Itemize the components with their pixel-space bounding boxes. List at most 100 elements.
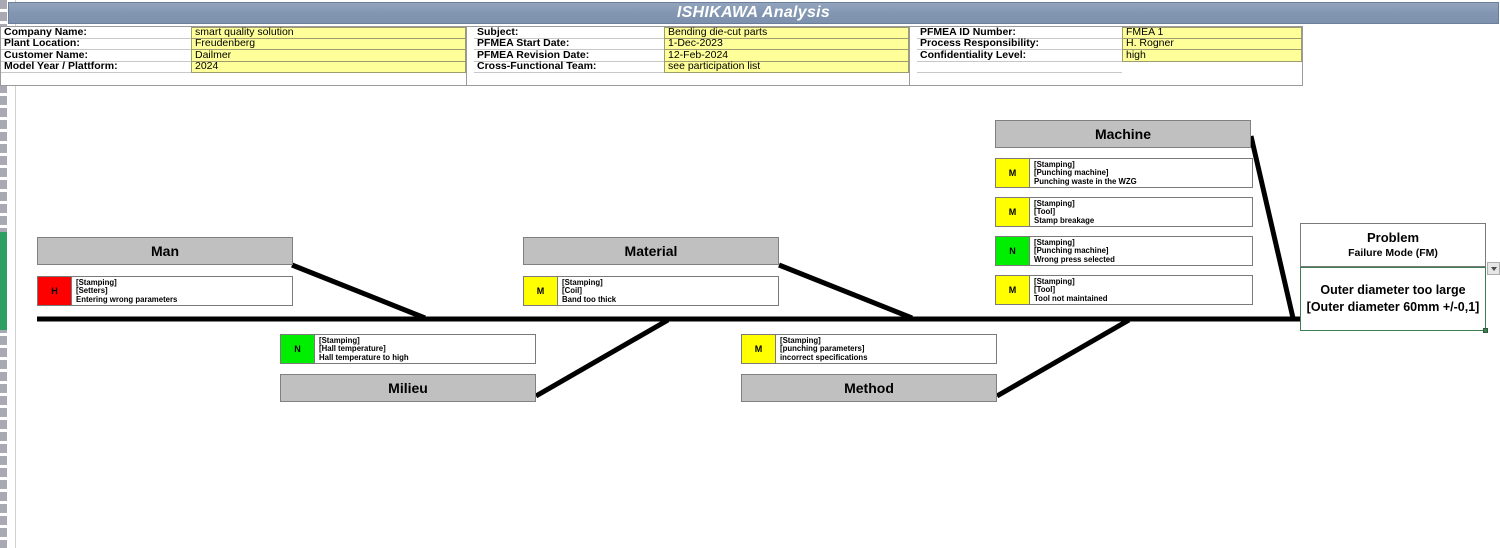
category-label-material: Material [624,243,678,259]
problem-header-box: Problem Failure Mode (FM) [1300,223,1486,267]
value-confidentiality-level[interactable]: high [1122,49,1302,62]
cause-box-machine-2[interactable]: M [Stamping] [Tool] Stamp breakage [995,197,1253,227]
cause-element: [Punching machine] [1034,246,1109,256]
cause-box-milieu-1[interactable]: N [Stamping] [Hall temperature] Hall tem… [280,334,536,364]
header-labels-pfmea-id: PFMEA ID Number: Process Responsibility:… [917,26,1122,85]
cause-description: Hall temperature to high [319,352,409,362]
chevron-down-icon [1490,266,1497,271]
value-process-responsibility[interactable]: H. Rogner [1122,38,1302,50]
cause-element: [punching parameters] [780,344,865,354]
cause-description: Punching waste in the WZG [1034,176,1137,186]
value-pfmea-id-number[interactable]: FMEA 1 [1122,27,1302,39]
cause-process: [Stamping] [562,277,603,287]
value-pfmea-start-date[interactable]: 1-Dec-2023 [664,38,909,50]
label-company-name: Company Name: [1,26,191,39]
cause-description: Stamp breakage [1034,215,1095,225]
cause-process: [Stamping] [76,277,117,287]
cause-description: Entering wrong parameters [76,294,178,304]
category-box-man[interactable]: Man [37,237,293,265]
value-customer-name[interactable]: Dailmer [191,49,466,62]
cause-box-machine-4[interactable]: M [Stamping] [Tool] Tool not maintained [995,275,1253,305]
header-labels-subject: Subject: PFMEA Start Date: PFMEA Revisio… [474,26,664,85]
dropdown-button[interactable] [1487,262,1500,275]
severity-badge: H [38,277,72,305]
label-pfmea-id-number: PFMEA ID Number: [917,26,1122,39]
value-company-name[interactable]: smart quality solution [191,27,466,39]
severity-badge: N [996,237,1030,265]
rib-milieu [534,317,670,399]
cause-text: [Stamping] [Tool] Stamp breakage [1030,198,1252,226]
category-label-machine: Machine [1094,126,1151,142]
cause-text: [Stamping] [Punching machine] Wrong pres… [1030,237,1252,265]
label-customer-name: Customer Name: [1,49,191,62]
header-divider-2 [909,27,910,85]
category-box-material[interactable]: Material [523,237,779,265]
label-pfmea-start-date: PFMEA Start Date: [474,38,664,50]
label-blank [917,62,1122,73]
label-subject: Subject: [474,26,664,39]
value-blank [1122,61,1302,73]
cause-box-machine-1[interactable]: M [Stamping] [Punching machine] Punching… [995,158,1253,188]
header-info-table: Company Name: Plant Location: Customer N… [0,26,1303,86]
problem-subtitle: Failure Mode (FM) [1348,247,1438,259]
header-values-subject: Bending die-cut parts 1-Dec-2023 12-Feb-… [664,27,909,85]
rib-method [995,317,1131,399]
title-bar: ISHIKAWA Analysis [8,2,1499,24]
left-scroll-rail[interactable] [0,0,16,548]
cause-process: [Stamping] [1034,198,1075,208]
cause-box-machine-3[interactable]: N [Stamping] [Punching machine] Wrong pr… [995,236,1253,266]
cause-description: Band too thick [562,294,617,304]
category-box-method[interactable]: Method [741,374,997,402]
cause-process: [Stamping] [1034,159,1075,169]
cause-text: [Stamping] [punching parameters] incorre… [776,335,996,363]
cause-box-man-1[interactable]: H [Stamping] [Setters] Entering wrong pa… [37,276,293,306]
problem-line-1: Outer diameter too large [1320,283,1466,297]
cause-box-method-1[interactable]: M [Stamping] [punching parameters] incor… [741,334,997,364]
fishbone-canvas: Man H [Stamping] [Setters] Entering wron… [0,90,1500,548]
category-label-man: Man [151,243,179,259]
rib-material [778,262,913,321]
value-plant-location[interactable]: Freudenberg [191,38,466,50]
label-model-year-platform: Model Year / Plattform: [1,61,191,73]
cause-text: [Stamping] [Setters] Entering wrong para… [72,277,292,305]
cause-process: [Stamping] [1034,237,1075,247]
problem-failure-mode-box[interactable]: Outer diameter too large [Outer diameter… [1300,267,1486,331]
header-divider-1 [466,27,467,85]
problem-line-2: [Outer diameter 60mm +/-0,1] [1306,300,1480,314]
category-label-milieu: Milieu [388,380,428,396]
problem-title: Problem [1366,230,1419,245]
value-pfmea-revision-date[interactable]: 12-Feb-2024 [664,49,909,62]
page-title: ISHIKAWA Analysis [676,4,831,21]
header-spacer-2 [910,27,917,85]
cause-description: Tool not maintained [1034,293,1108,303]
label-plant-location: Plant Location: [1,38,191,50]
category-box-milieu[interactable]: Milieu [280,374,536,402]
cause-text: [Stamping] [Punching machine] Punching w… [1030,159,1252,187]
fishbone-bones [37,135,1300,399]
label-confidentiality-level: Confidentiality Level: [917,49,1122,62]
selection-handle[interactable] [1483,328,1488,333]
cause-element: [Tool] [1034,207,1056,217]
cause-box-material-1[interactable]: M [Stamping] [Coil] Band too thick [523,276,779,306]
header-block-pfmea-id: PFMEA ID Number: Process Responsibility:… [917,26,1302,85]
cause-description: Wrong press selected [1034,254,1115,264]
severity-badge: M [742,335,776,363]
category-box-machine[interactable]: Machine [995,120,1251,148]
value-subject[interactable]: Bending die-cut parts [664,27,909,39]
rib-man [291,262,426,321]
severity-badge: M [524,277,558,305]
header-block-company: Company Name: Plant Location: Customer N… [1,26,466,85]
cause-process: [Stamping] [780,335,821,345]
category-label-method: Method [844,380,894,396]
severity-badge: M [996,198,1030,226]
header-spacer-1 [467,27,474,85]
value-cross-functional-team[interactable]: see participation list [664,61,909,73]
header-values-company: smart quality solution Freudenberg Dailm… [191,27,466,85]
rail-thumb[interactable] [0,232,7,330]
cause-description: incorrect specifications [780,352,868,362]
cause-element: [Setters] [76,286,108,296]
cause-element: [Punching machine] [1034,168,1109,178]
cause-element: [Coil] [562,286,582,296]
value-model-year-platform[interactable]: 2024 [191,61,466,73]
